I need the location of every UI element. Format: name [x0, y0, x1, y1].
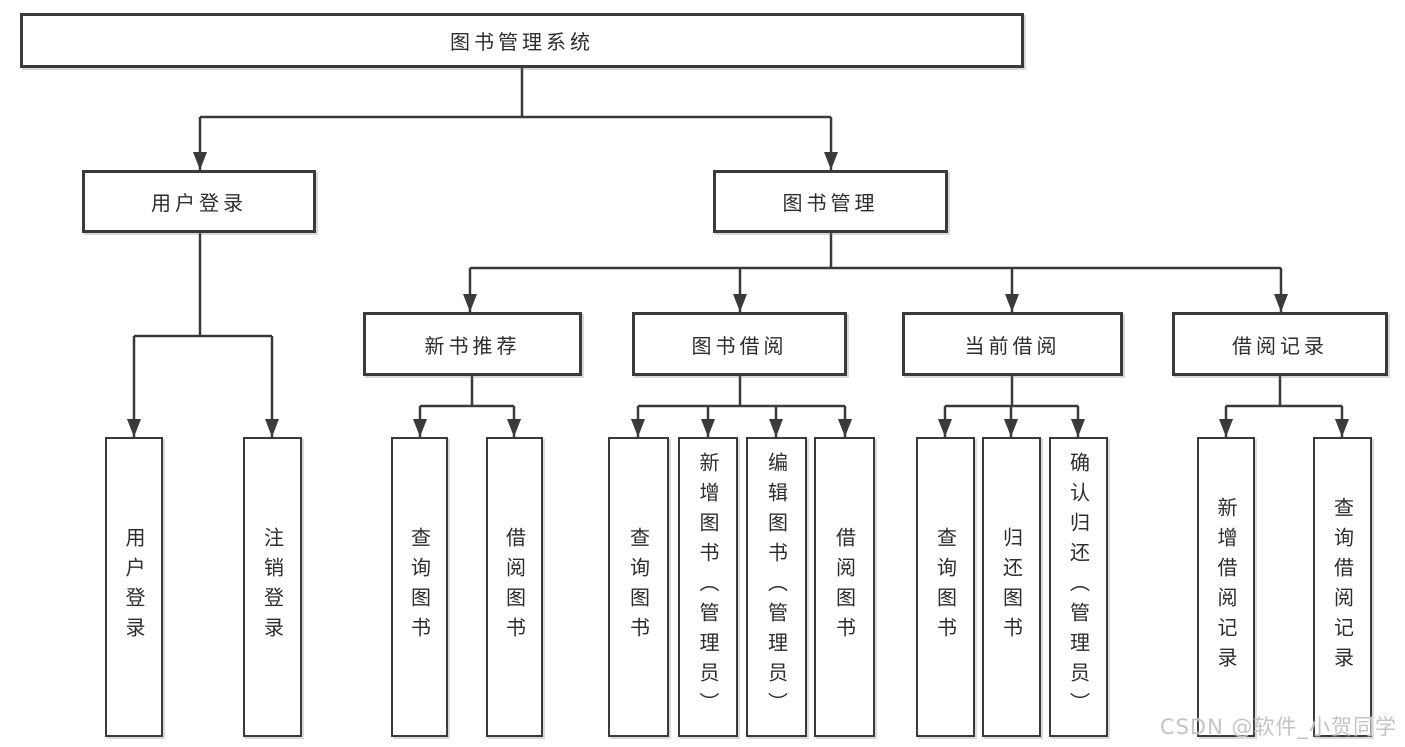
leaf-label: 借阅图书 [502, 527, 527, 647]
leaf-label: 查询图书 [626, 527, 651, 647]
node-label: 借阅记录 [1232, 333, 1328, 358]
leaf-borrowing-edit-books-admin: 编辑图书（管理员） [746, 437, 807, 737]
leaf-label: 借阅图书 [832, 527, 857, 647]
leaf-user-login: 用户登录 [105, 437, 163, 737]
leaf-recommend-query-books: 查询图书 [391, 437, 448, 737]
leaf-label: 用户登录 [122, 527, 146, 647]
leaf-label: 新增图书（管理员） [696, 452, 720, 722]
node-label: 当前借阅 [964, 333, 1061, 358]
node-book-borrowing: 图书借阅 [632, 312, 847, 376]
node-label: 新书推荐 [424, 333, 521, 358]
node-library-management-system: 图书管理系统 [20, 13, 1024, 68]
node-label: 图书借阅 [691, 333, 788, 358]
node-new-book-recommendation: 新书推荐 [363, 312, 582, 376]
csdn-watermark: CSDN @软件_小贺同学 [1159, 715, 1397, 739]
leaf-label: 编辑图书（管理员） [764, 452, 789, 722]
leaf-label: 查询借阅记录 [1330, 497, 1355, 677]
node-label: 图书管理 [782, 191, 879, 215]
leaf-current-return-books: 归还图书 [982, 437, 1041, 737]
node-book-management: 图书管理 [713, 170, 948, 233]
node-current-borrowing: 当前借阅 [902, 312, 1123, 376]
leaf-current-confirm-return-admin: 确认归还（管理员） [1049, 437, 1108, 737]
leaf-recommend-borrow-books: 借阅图书 [486, 437, 543, 737]
node-borrowing-records: 借阅记录 [1172, 312, 1388, 376]
node-user-login: 用户登录 [82, 170, 316, 233]
leaf-label: 注销登录 [260, 527, 285, 647]
leaf-borrowing-add-books-admin: 新增图书（管理员） [678, 437, 738, 737]
node-label: 用户登录 [151, 191, 247, 215]
leaf-label: 确认归还（管理员） [1066, 452, 1091, 722]
leaf-borrowing-borrow-books: 借阅图书 [814, 437, 875, 737]
leaf-borrowing-query-books: 查询图书 [608, 437, 669, 737]
leaf-logout: 注销登录 [243, 437, 302, 737]
leaf-records-query-borrow-record: 查询借阅记录 [1313, 437, 1372, 737]
leaf-current-query-books: 查询图书 [916, 437, 975, 737]
leaf-label: 新增借阅记录 [1214, 497, 1238, 677]
leaf-label: 归还图书 [999, 527, 1024, 647]
leaf-records-add-borrow-record: 新增借阅记录 [1197, 437, 1255, 737]
leaf-label: 查询图书 [407, 527, 432, 647]
node-label: 图书管理系统 [450, 30, 594, 54]
leaf-label: 查询图书 [933, 527, 958, 647]
